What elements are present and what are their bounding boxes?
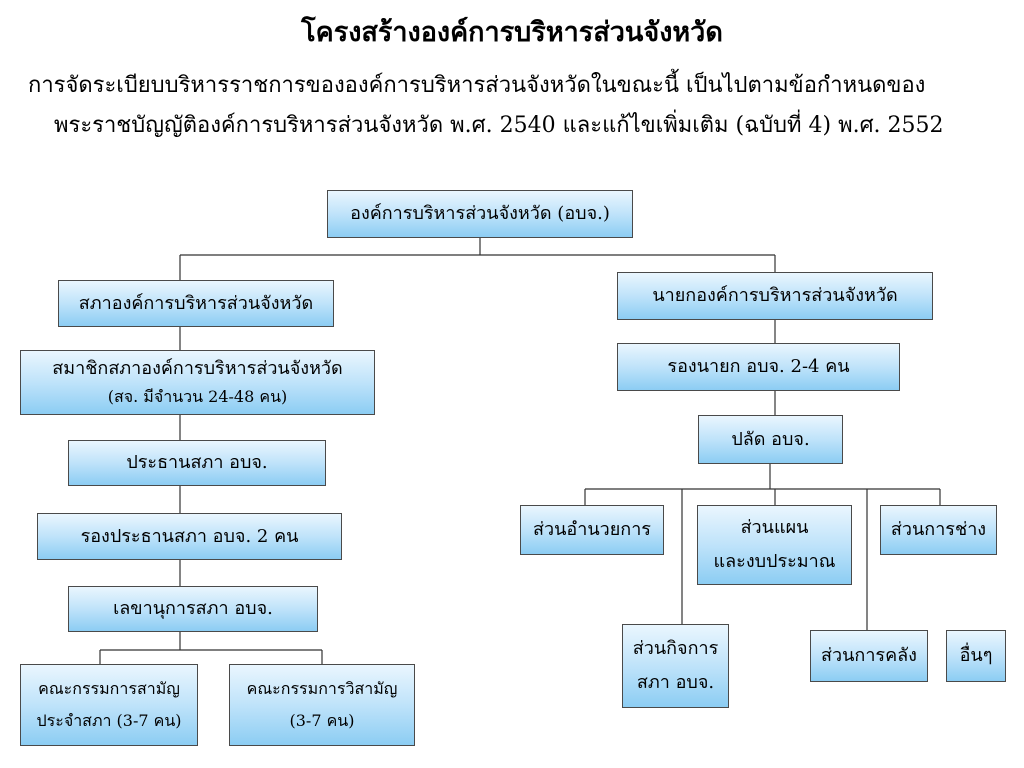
- node-council-members: สมาชิกสภาองค์การบริหารส่วนจังหวัด (สจ. ม…: [20, 350, 375, 415]
- page-title: โครงสร้างองค์การบริหารส่วนจังหวัด: [301, 17, 723, 48]
- node-executive: นายกองค์การบริหารส่วนจังหวัด: [617, 272, 933, 320]
- node-pao: องค์การบริหารส่วนจังหวัด (อบจ.): [327, 190, 633, 238]
- node-division-council-affairs: ส่วนกิจการ สภา อบจ.: [622, 624, 729, 708]
- intro-line-1: การจัดระเบียบบริหารราชการขององค์การบริหา…: [28, 73, 926, 98]
- node-deputies: รองนายก อบจ. 2-4 คน: [617, 343, 900, 391]
- node-council: สภาองค์การบริหารส่วนจังหวัด: [58, 280, 334, 327]
- node-division-others: อื่นๆ: [946, 630, 1006, 682]
- node-division-plan: ส่วนแผน และงบประมาณ: [697, 505, 852, 585]
- intro-line-2: พระราชบัญญัติองค์การบริหารส่วนจังหวัด พ.…: [54, 113, 944, 138]
- node-council-president: ประธานสภา อบจ.: [68, 440, 326, 486]
- node-committee-common: คณะกรรมการสามัญ ประจำสภา (3-7 คน): [20, 664, 198, 746]
- node-division-engineering: ส่วนการช่าง: [880, 505, 997, 555]
- node-committee-special: คณะกรรมการวิสามัญ (3-7 คน): [229, 664, 415, 746]
- node-council-secretary: เลขานุการสภา อบจ.: [68, 586, 318, 632]
- node-division-finance: ส่วนการคลัง: [810, 630, 928, 682]
- node-division-admin: ส่วนอำนวยการ: [520, 505, 664, 555]
- node-council-vice-president: รองประธานสภา อบจ. 2 คน: [37, 513, 342, 560]
- intro-paragraph: การจัดระเบียบบริหารราชการขององค์การบริหา…: [28, 66, 1003, 146]
- node-clerk: ปลัด อบจ.: [698, 415, 843, 464]
